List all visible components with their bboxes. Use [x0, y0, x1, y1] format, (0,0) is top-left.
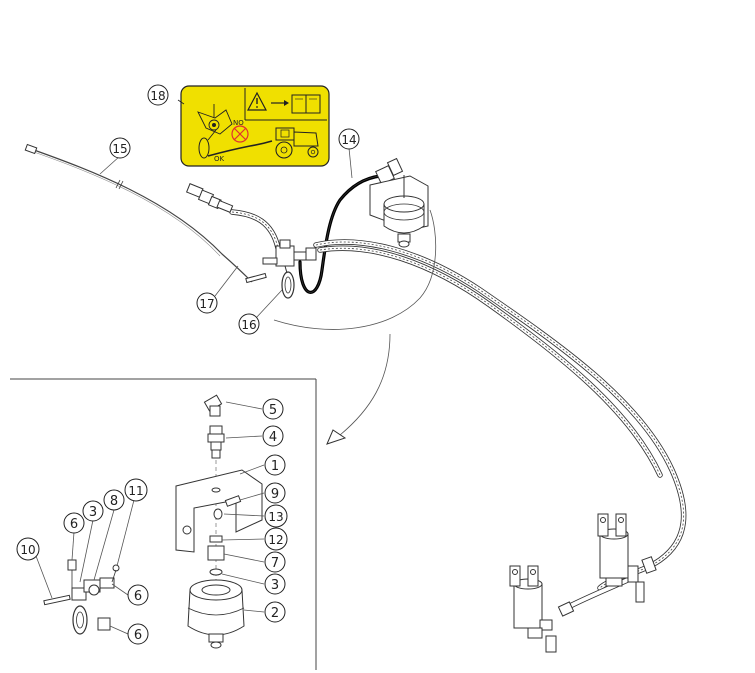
svg-text:11: 11 — [128, 484, 143, 498]
elbow-fitting-5 — [203, 394, 223, 417]
callout-1: 1 — [264, 454, 286, 476]
svg-text:1: 1 — [271, 459, 279, 474]
svg-text:13: 13 — [268, 510, 283, 524]
callout-7: 7 — [264, 551, 286, 573]
detail-pointer-arrow — [273, 209, 437, 445]
decal-no-label: NO — [233, 119, 244, 127]
callout-8: 8 — [103, 489, 125, 511]
decal-ok-label: OK — [214, 155, 225, 163]
svg-text:12: 12 — [268, 533, 283, 547]
valve-body-16 — [245, 239, 317, 299]
svg-text:3: 3 — [271, 578, 279, 593]
callout-5: 5 — [262, 398, 284, 420]
hydraulic-cylinder-left — [509, 565, 575, 653]
exploded-accumulator — [175, 394, 263, 649]
callout-17: 17 — [196, 292, 218, 314]
leader-lines — [35, 147, 353, 635]
svg-text:6: 6 — [134, 628, 142, 643]
no-prohibited-icon — [231, 125, 249, 143]
tractor-icon — [275, 127, 319, 159]
callout-9: 9 — [264, 482, 286, 504]
svg-text:18: 18 — [150, 89, 165, 103]
warning-decal: NO OK — [177, 85, 330, 167]
callout-3-accumulator: 3 — [264, 573, 286, 595]
upper-accumulator — [369, 175, 429, 248]
svg-text:4: 4 — [269, 430, 277, 445]
svg-text:14: 14 — [341, 133, 356, 147]
callout-10: 10 — [16, 537, 40, 561]
hydraulic-cylinder-right — [597, 513, 657, 603]
callout-15: 15 — [109, 137, 131, 159]
svg-text:8: 8 — [110, 494, 118, 509]
mounting-bracket-1 — [175, 469, 263, 553]
callout-6-middle: 6 — [127, 584, 149, 606]
callout-4: 4 — [262, 425, 284, 447]
cable-15 — [24, 143, 253, 283]
callout-18: 18 — [147, 84, 169, 106]
callout-6-bottom: 6 — [127, 623, 149, 645]
callout-14: 14 — [338, 128, 360, 150]
manual-book-icon — [291, 94, 321, 114]
svg-text:6: 6 — [70, 517, 78, 532]
svg-text:5: 5 — [269, 403, 277, 418]
svg-text:9: 9 — [271, 487, 279, 502]
callout-13: 13 — [264, 504, 288, 528]
callout-6-top: 6 — [63, 512, 85, 534]
adapter-fitting-4 — [207, 425, 225, 459]
svg-text:10: 10 — [20, 543, 35, 557]
upper-hose-assembly — [185, 157, 404, 299]
callout-3-valve: 3 — [82, 500, 104, 522]
exploded-valve — [43, 559, 120, 635]
quick-coupler-fitting — [185, 183, 234, 213]
detail-view-frame — [10, 378, 317, 670]
svg-text:2: 2 — [271, 606, 279, 621]
svg-text:7: 7 — [271, 556, 279, 571]
callout-12: 12 — [264, 527, 288, 551]
accumulator-2 — [187, 579, 245, 649]
callout-11: 11 — [124, 478, 148, 502]
callout-2: 2 — [264, 601, 286, 623]
svg-text:16: 16 — [241, 318, 256, 332]
svg-text:17: 17 — [199, 297, 214, 311]
coupler-mechanism-icon — [197, 104, 233, 159]
callout-16: 16 — [238, 313, 260, 335]
long-hose-to-cylinders — [313, 239, 687, 609]
warning-triangle-icon — [247, 91, 267, 111]
svg-text:15: 15 — [112, 142, 127, 156]
svg-text:3: 3 — [89, 505, 97, 520]
arrow-right-icon — [271, 100, 289, 106]
svg-text:6: 6 — [134, 589, 142, 604]
